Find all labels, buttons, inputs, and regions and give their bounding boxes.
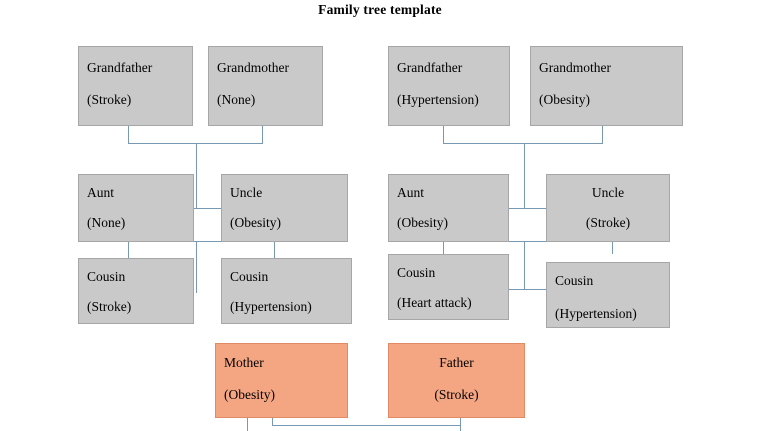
connector-father-drop [460,418,461,431]
node-condition: (Obesity) [397,215,448,230]
node-mother[interactable]: Mother (Obesity) [215,343,348,418]
node-role: Uncle [591,185,625,200]
node-role: Cousin [555,273,594,288]
node-role: Uncle [230,185,263,200]
connector-mother-drop [247,418,248,431]
connector-left-cousins-drop [196,241,197,293]
node-condition: (Obesity) [224,387,275,402]
node-grandmother-right[interactable]: Grandmother (Obesity) [530,46,683,126]
connector-right-grandfather-down [443,126,444,144]
connector-right-aunt-uncle-marriage [509,208,546,209]
node-uncle-right[interactable]: Uncle (Stroke) [546,174,670,242]
node-role: Aunt [397,185,424,200]
connector-left-aunt-down [128,242,129,258]
node-role: Aunt [87,185,114,200]
connector-left-aunt-uncle-marriage [194,208,222,209]
node-condition: (Obesity) [539,92,590,107]
node-condition: (None) [87,215,126,230]
node-condition: (None) [217,92,256,107]
node-role: Grandfather [87,60,153,75]
node-grandfather-right[interactable]: Grandfather (Hypertension) [388,46,510,126]
connector-right-aunt-down [443,242,444,254]
node-cousin-right-1[interactable]: Cousin (Heart attack) [388,254,509,320]
node-cousin-left-2[interactable]: Cousin (Hypertension) [221,258,352,324]
node-grandfather-left[interactable]: Grandfather (Stroke) [78,46,193,126]
connector-parents-bar [272,425,461,426]
connector-left-grandparents-bar [128,143,263,144]
connector-right-cousins-drop [524,241,525,289]
node-role: Mother [224,355,264,370]
node-role: Father [439,355,474,370]
node-condition: (Hypertension) [230,299,312,314]
node-grandmother-left[interactable]: Grandmother (None) [208,46,323,126]
node-condition: (Stroke) [87,92,132,107]
node-cousin-right-2[interactable]: Cousin (Hypertension) [546,262,670,328]
connector-left-cousins-bar [128,241,275,242]
connector-right-uncle-down [612,242,613,254]
node-condition: (Obesity) [230,215,281,230]
node-condition: (Stroke) [585,215,631,230]
node-uncle-left[interactable]: Uncle (Obesity) [221,174,348,242]
node-condition: (Stroke) [434,387,479,402]
node-condition: (Stroke) [87,299,132,314]
connector-left-grandmother-down [262,126,263,144]
connector-mother-drop-right [272,418,273,426]
node-condition: (Hypertension) [397,92,479,107]
node-condition: (Heart attack) [397,295,472,310]
connector-right-grandparents-to-uncle [524,143,525,208]
connector-right-grandmother-down [602,126,603,144]
node-condition: (Hypertension) [555,306,637,321]
node-father[interactable]: Father (Stroke) [388,343,525,418]
page-title: Family tree template [318,2,442,17]
connector-left-grandfather-down [128,126,129,144]
node-role: Cousin [87,269,126,284]
node-role: Cousin [230,269,269,284]
node-cousin-left-1[interactable]: Cousin (Stroke) [78,258,194,324]
node-role: Cousin [397,265,436,280]
node-role: Grandmother [539,60,611,75]
node-role: Grandmother [217,60,289,75]
connector-right-grandparents-bar [443,143,603,144]
connector-right-cousins-marriage [509,289,547,290]
node-aunt-right[interactable]: Aunt (Obesity) [388,174,509,242]
connector-right-cousins-bar [443,241,613,242]
node-role: Grandfather [397,60,463,75]
connector-left-uncle-down [274,242,275,258]
connector-left-grandparents-to-uncle [196,143,197,208]
node-aunt-left[interactable]: Aunt (None) [78,174,194,242]
